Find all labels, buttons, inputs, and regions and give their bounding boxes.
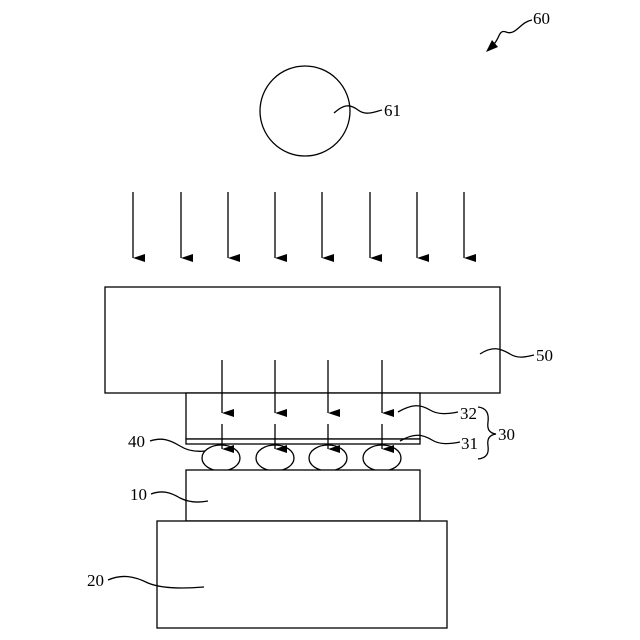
pressing-member xyxy=(105,287,500,393)
solder-bumps xyxy=(202,445,401,471)
label-light-source: 61 xyxy=(384,101,401,120)
label-solder-bumps: 40 xyxy=(128,432,145,451)
adhesive-layer-32 xyxy=(186,393,420,439)
label-adhesive-32: 32 xyxy=(460,404,477,423)
label-adhesive-31: 31 xyxy=(461,434,478,453)
solder-bump xyxy=(202,445,240,471)
light-rays-top xyxy=(133,192,464,258)
label-apparatus: 60 xyxy=(533,9,550,28)
label-chip: 10 xyxy=(130,485,147,504)
substrate xyxy=(157,521,447,628)
apparatus-leader xyxy=(492,20,532,46)
label-substrate: 20 xyxy=(87,571,104,590)
adhesive-layer-31 xyxy=(186,439,420,444)
brace-30 xyxy=(478,407,496,459)
label-adhesive-group: 30 xyxy=(498,425,515,444)
label-pressing-member: 50 xyxy=(536,346,553,365)
chip xyxy=(186,470,420,521)
